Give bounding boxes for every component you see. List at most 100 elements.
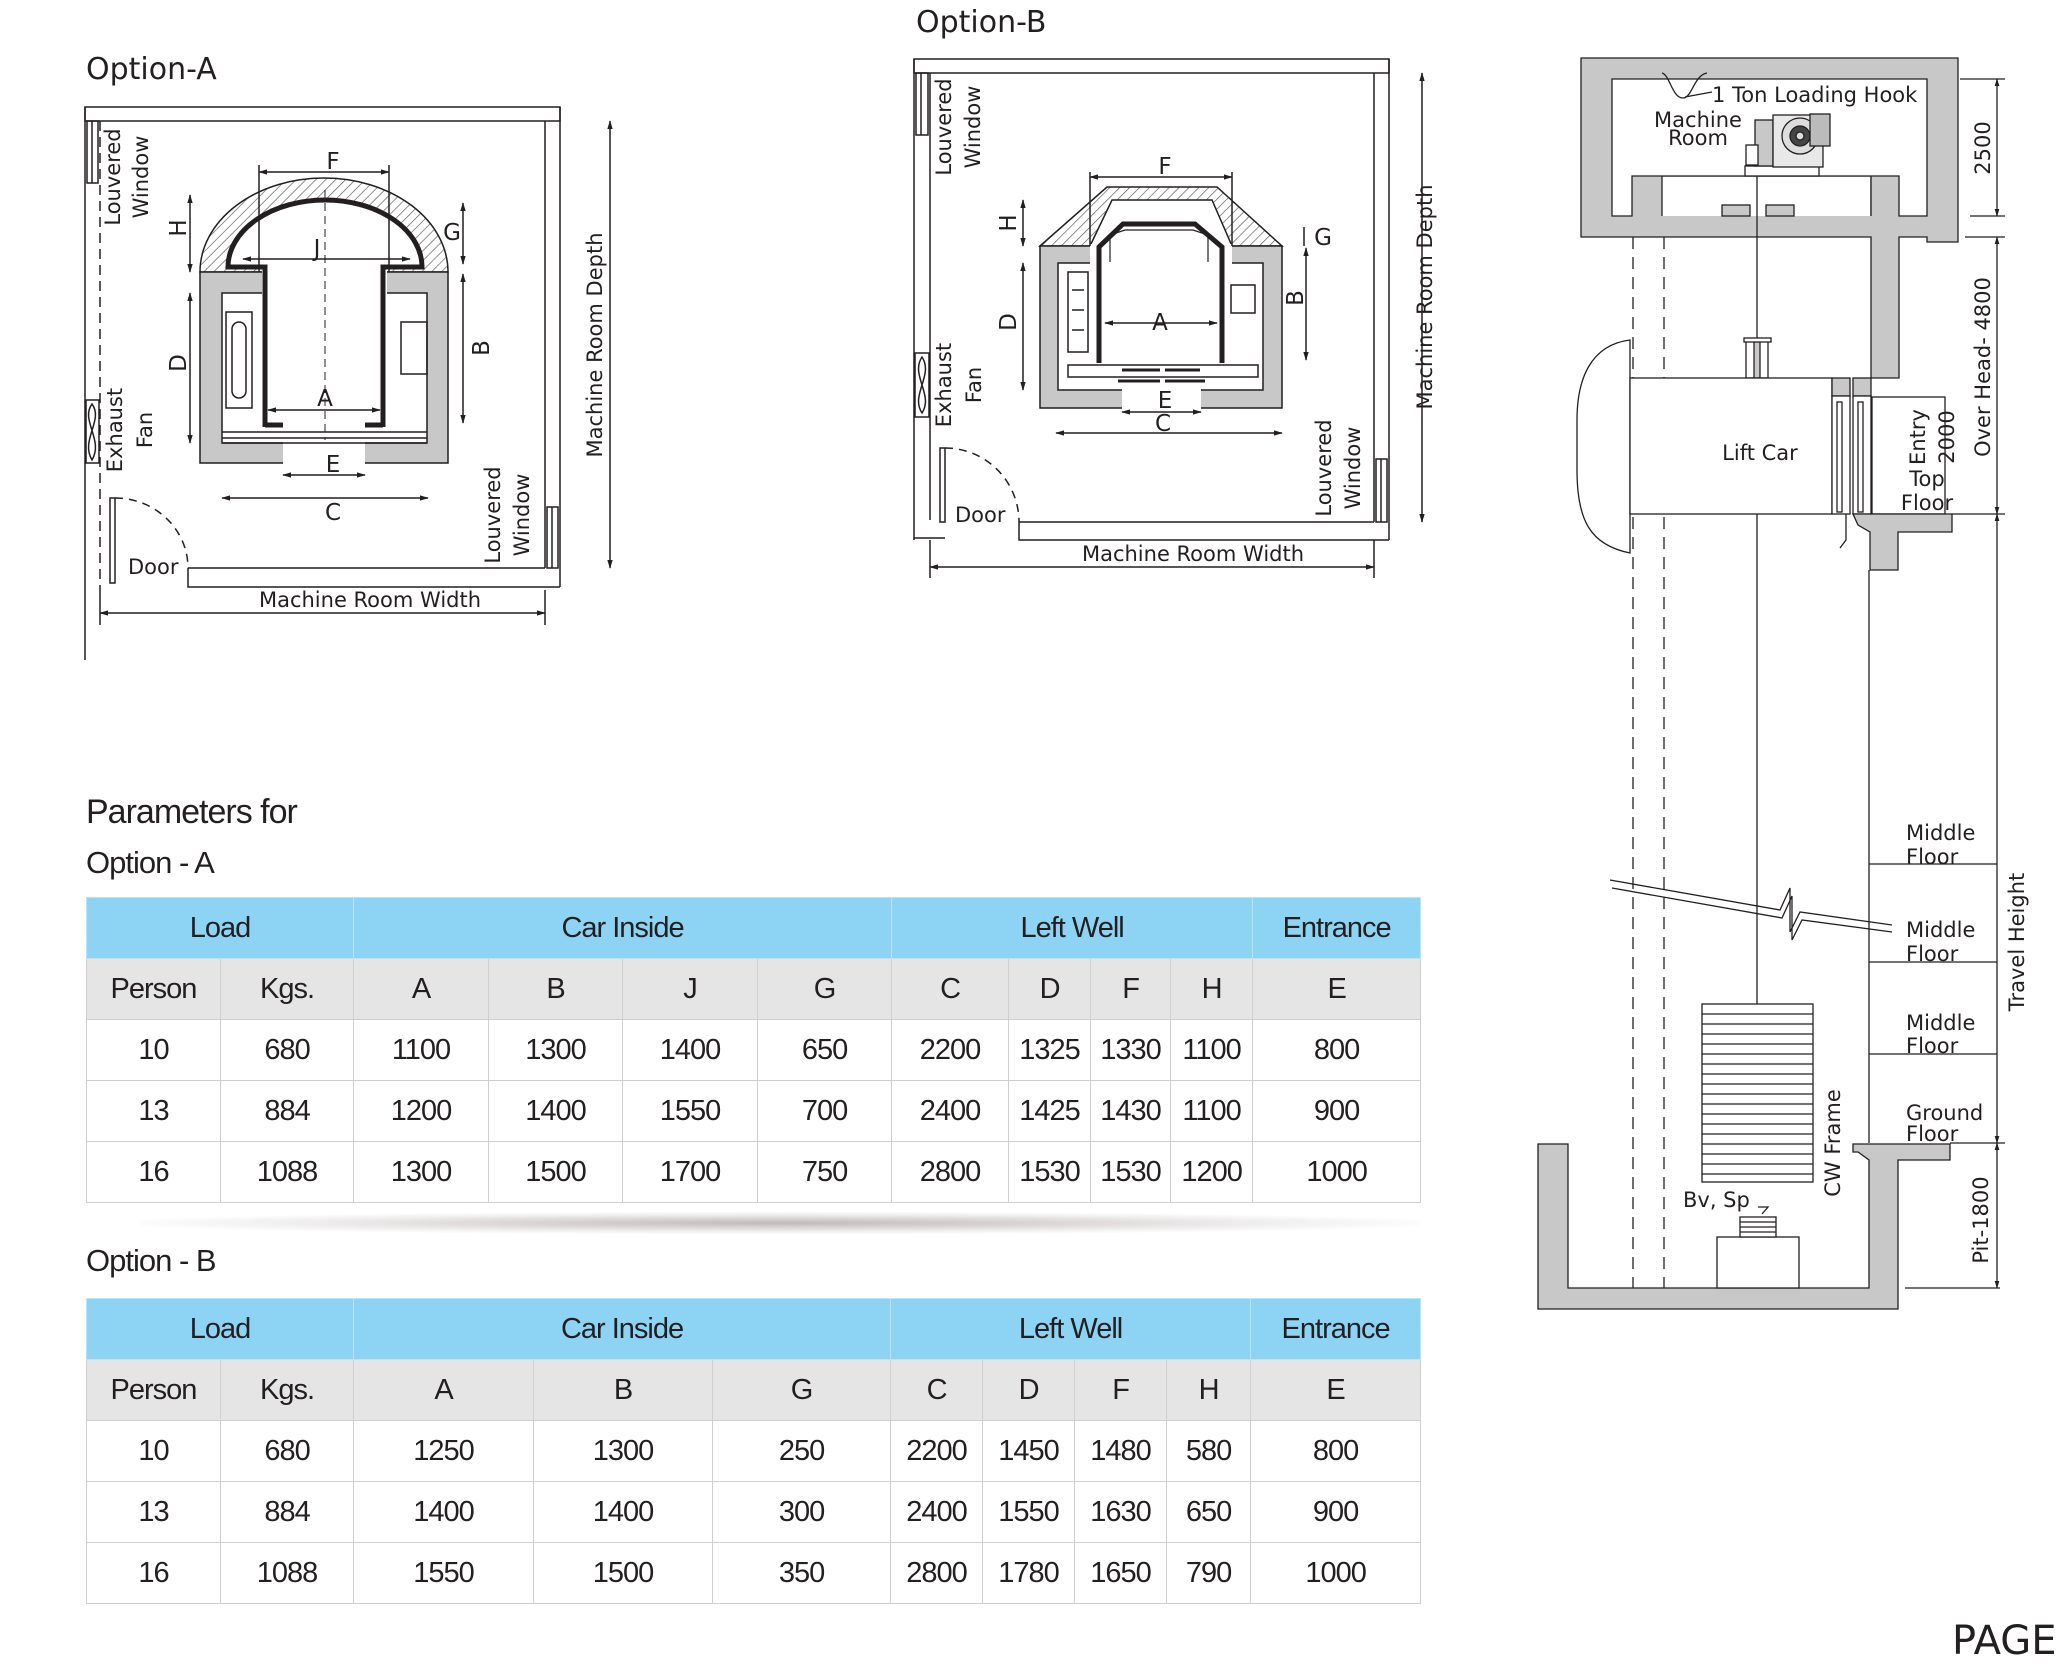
- louvered-window-icon: [546, 506, 559, 569]
- table-cell: 790: [1166, 1542, 1252, 1604]
- louvered-window-icon: [915, 72, 929, 136]
- column-header: A: [353, 1359, 535, 1421]
- option-a-labels: Louvered Window Exhaust Fan Door Louvere…: [101, 128, 607, 612]
- table-cell: 1400: [622, 1019, 759, 1081]
- table-cell: 2200: [890, 1420, 984, 1482]
- dim-c: C: [325, 500, 341, 526]
- dim-g: G: [1314, 225, 1332, 251]
- table-a-caption: Option - A: [86, 845, 215, 880]
- column-header: H: [1166, 1359, 1252, 1421]
- table-cell: 580: [1166, 1420, 1252, 1482]
- dim-a: A: [1152, 310, 1168, 336]
- group-left-well: Left Well: [891, 897, 1254, 959]
- column-header: D: [982, 1359, 1076, 1421]
- machine-room-width-label: Machine Room Width: [259, 588, 481, 612]
- middle-floor-label: Floor: [1906, 942, 1959, 966]
- table-cell: 1630: [1074, 1481, 1168, 1543]
- lift-car-label: Lift Car: [1722, 441, 1798, 465]
- table-cell: 1430: [1090, 1080, 1172, 1142]
- buffer-label: Bv, Sp: [1683, 1188, 1750, 1212]
- ground-floor-label: Ground: [1906, 1101, 1983, 1125]
- exhaust-fan-label: Fan: [133, 412, 157, 448]
- table-cell: 800: [1250, 1420, 1422, 1482]
- table-cell: 900: [1252, 1080, 1422, 1142]
- louvered-window-label: Window: [1341, 427, 1365, 510]
- dim-b: B: [469, 340, 495, 356]
- table-cell: 1480: [1074, 1420, 1168, 1482]
- table-cell: 1425: [1008, 1080, 1092, 1142]
- column-header: C: [890, 1359, 984, 1421]
- top-floor-label: Top: [1908, 467, 1944, 491]
- group-entrance: Entrance: [1250, 1298, 1422, 1360]
- table-cell: 16: [86, 1141, 221, 1203]
- column-header: J: [622, 958, 759, 1020]
- table-cell: 1400: [488, 1080, 624, 1142]
- option-a-table: Load Car Inside Left Well Entrance Perso…: [85, 897, 1422, 1203]
- table-cell: 16: [86, 1542, 221, 1604]
- table-cell: 680: [219, 1019, 355, 1081]
- column-header: E: [1250, 1359, 1422, 1421]
- louvered-window-label: Window: [510, 474, 534, 557]
- column-header: F: [1074, 1359, 1168, 1421]
- table-cell: 800: [1252, 1019, 1422, 1081]
- top-floor-label: Floor: [1901, 491, 1954, 515]
- table-cell: 884: [219, 1481, 355, 1543]
- table-cell: 2200: [891, 1019, 1010, 1081]
- dim-g: G: [443, 220, 461, 246]
- travel-height-label: Travel Height: [2005, 873, 2029, 1013]
- table-b-caption: Option - B: [86, 1243, 217, 1278]
- column-header: Kgs.: [219, 1359, 355, 1421]
- ground-floor-label: Floor: [1906, 1122, 1959, 1146]
- door-label: Door: [955, 503, 1006, 527]
- traction-machine-icon: [1744, 113, 1831, 177]
- exhaust-fan-label: Fan: [962, 367, 986, 403]
- exhaust-fan-icon: [85, 399, 100, 464]
- group-entrance: Entrance: [1252, 897, 1422, 959]
- page-label: PAGE: [1952, 1618, 2057, 1664]
- dim-f: F: [1158, 154, 1171, 180]
- table-cell: 1330: [1090, 1019, 1172, 1081]
- table-cell: 2800: [890, 1542, 984, 1604]
- lift-section: [1537, 57, 2005, 1310]
- dim-c: C: [1155, 411, 1171, 437]
- louvered-window-icon: [1375, 458, 1388, 523]
- table-cell: 300: [712, 1481, 892, 1543]
- table-cell: 1200: [1170, 1141, 1254, 1203]
- group-load: Load: [85, 897, 355, 959]
- group-header-row: Load Car Inside Left Well Entrance: [85, 1298, 1422, 1360]
- table-cell: 650: [1166, 1481, 1252, 1543]
- exhaust-fan-label: Exhaust: [103, 388, 127, 472]
- group-car-inside: Car Inside: [353, 1298, 892, 1360]
- table-cell: 884: [219, 1080, 355, 1142]
- door-icon: [109, 497, 189, 584]
- column-header: C: [891, 958, 1010, 1020]
- middle-floor-label: Middle: [1906, 918, 1975, 942]
- loading-hook-label: 1 Ton Loading Hook: [1712, 83, 1918, 107]
- dim-b: B: [1283, 290, 1309, 306]
- louvered-window-label: Louvered: [481, 466, 505, 563]
- table-cell: 2400: [891, 1080, 1010, 1142]
- dim-f: F: [326, 149, 339, 175]
- room-walls: [84, 106, 561, 660]
- table-cell: 1300: [488, 1019, 624, 1081]
- parameters-title: Parameters for: [86, 793, 298, 831]
- dim-2500: 2500: [1971, 121, 1995, 174]
- column-header: Person: [86, 958, 221, 1020]
- table-cell: 1650: [1074, 1542, 1168, 1604]
- entry-label: 2000: [1935, 410, 1959, 463]
- table-cell: 1250: [353, 1420, 535, 1482]
- table-cell: 1700: [622, 1141, 759, 1203]
- middle-floor-label: Middle: [1906, 821, 1975, 845]
- table-cell: 1780: [982, 1542, 1076, 1604]
- table-cell: 1400: [533, 1481, 714, 1543]
- table-cell: 1088: [219, 1141, 355, 1203]
- door-icon: [939, 447, 1020, 523]
- option-a-title: Option-A: [86, 52, 217, 87]
- table-cell: 10: [86, 1420, 221, 1482]
- table-cell: 1100: [1170, 1019, 1254, 1081]
- option-b-table: Load Car Inside Left Well Entrance Perso…: [85, 1298, 1422, 1604]
- column-header: A: [353, 958, 490, 1020]
- pit-label: Pit-1800: [1969, 1176, 1993, 1263]
